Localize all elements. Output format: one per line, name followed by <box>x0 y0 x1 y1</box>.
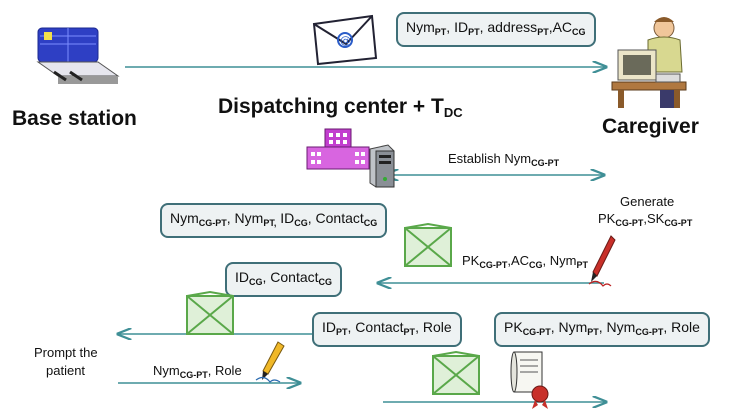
token-subscript: CG-PT <box>522 327 551 337</box>
token-subscript: PT <box>468 27 480 37</box>
token-subscript: CG-PT <box>635 327 664 337</box>
token-text: ,SK <box>643 211 665 226</box>
pk-ac-nym-label: PKCG-PT,ACCG, NymPT <box>462 252 588 274</box>
server-icon <box>369 144 395 188</box>
token-subscript: CG <box>363 218 378 228</box>
token-text: , Contact <box>347 319 404 335</box>
token-text: Nym <box>153 363 180 378</box>
base-station-label: Base station <box>12 107 137 130</box>
token-text: Nym <box>406 19 435 35</box>
token-subscript: CG-PT <box>198 218 227 228</box>
message-bubble-id-contact-role: IDPT, ContactPT, Role <box>312 312 462 347</box>
token-subscript: CG <box>572 27 586 37</box>
token-text: , Nym <box>550 319 588 335</box>
email-envelope-icon: @ <box>312 14 378 66</box>
token-text: , Nym <box>542 253 577 268</box>
token-text: , address <box>479 19 538 35</box>
token-text: , Nym <box>598 319 636 335</box>
token-subscript: PT <box>587 327 599 337</box>
token-subscript: CG-PT <box>479 260 508 270</box>
token-subscript: PT <box>537 27 549 37</box>
nym-role-label: NymCG-PT, Role <box>153 362 242 384</box>
token-text: , ID <box>446 19 469 35</box>
token-text: ,AC <box>507 253 530 268</box>
token-text: Nym <box>170 210 199 226</box>
token-text: ID <box>322 319 336 335</box>
sealed-envelope-icon <box>186 290 234 335</box>
token-text: , Role <box>207 363 242 378</box>
generate-title: Generate <box>620 194 675 209</box>
token-subscript: PT <box>403 327 416 337</box>
token-subscript: PT, <box>263 218 277 228</box>
sealed-envelope-icon <box>432 350 480 395</box>
token-subscript: CG-PT <box>615 218 644 228</box>
message-bubble-id-contact-cg: IDCG, ContactCG <box>225 262 343 297</box>
token-subscript: CG <box>529 260 543 270</box>
token-text: , Role <box>663 319 700 335</box>
svg-text:@: @ <box>340 34 351 47</box>
token-text: PK <box>598 211 616 226</box>
token-subscript: CG-PT <box>531 158 560 168</box>
prompt-line-2: patient <box>46 363 86 378</box>
establish-label: Establish NymCG-PT <box>448 150 559 172</box>
token-text: , Contact <box>307 210 364 226</box>
token-text: , Role <box>415 319 452 335</box>
token-text: ID <box>235 269 249 285</box>
token-text: ID <box>276 210 295 226</box>
message-bubble-id-address: NymPT, IDPT, addressPT,ACCG <box>396 12 596 47</box>
token-subscript: PT <box>434 27 447 37</box>
modem-icon <box>36 27 120 84</box>
certificate-icon <box>510 351 549 409</box>
caregiver-label: Caregiver <box>602 115 699 138</box>
generate-keys-label: PKCG-PT,SKCG-PT <box>598 210 692 232</box>
prompt-line-1: Prompt the <box>34 345 98 360</box>
token-text: PK <box>504 319 523 335</box>
token-subscript: CG <box>318 277 333 287</box>
pen-icon <box>255 341 285 383</box>
token-text: Establish Nym <box>448 151 532 166</box>
token-subscript: CG <box>249 277 263 287</box>
token-subscript: CG <box>294 218 308 228</box>
building-icon <box>306 128 370 170</box>
message-bubble-nym-contact: NymCG-PT, NymPT, IDCG, ContactCG <box>160 203 388 238</box>
token-subscript: PT <box>576 260 588 270</box>
message-bubble-pk-nym-role: PKCG-PT, NymPT, NymCG-PT, Role <box>494 312 710 347</box>
token-text: , Contact <box>262 269 319 285</box>
token-text: ,AC <box>548 19 573 35</box>
token-subscript: PT <box>336 327 348 337</box>
token-subscript: CG-PT <box>664 218 693 228</box>
token-text: , Nym <box>226 210 264 226</box>
caregiver-computer-icon <box>611 17 687 108</box>
dispatching-center-label: Dispatching center + TDC <box>218 95 463 120</box>
token-text: PK <box>462 253 480 268</box>
token-subscript: CG-PT <box>179 370 208 380</box>
sealed-envelope-icon <box>404 222 452 267</box>
pen-icon <box>588 235 616 287</box>
